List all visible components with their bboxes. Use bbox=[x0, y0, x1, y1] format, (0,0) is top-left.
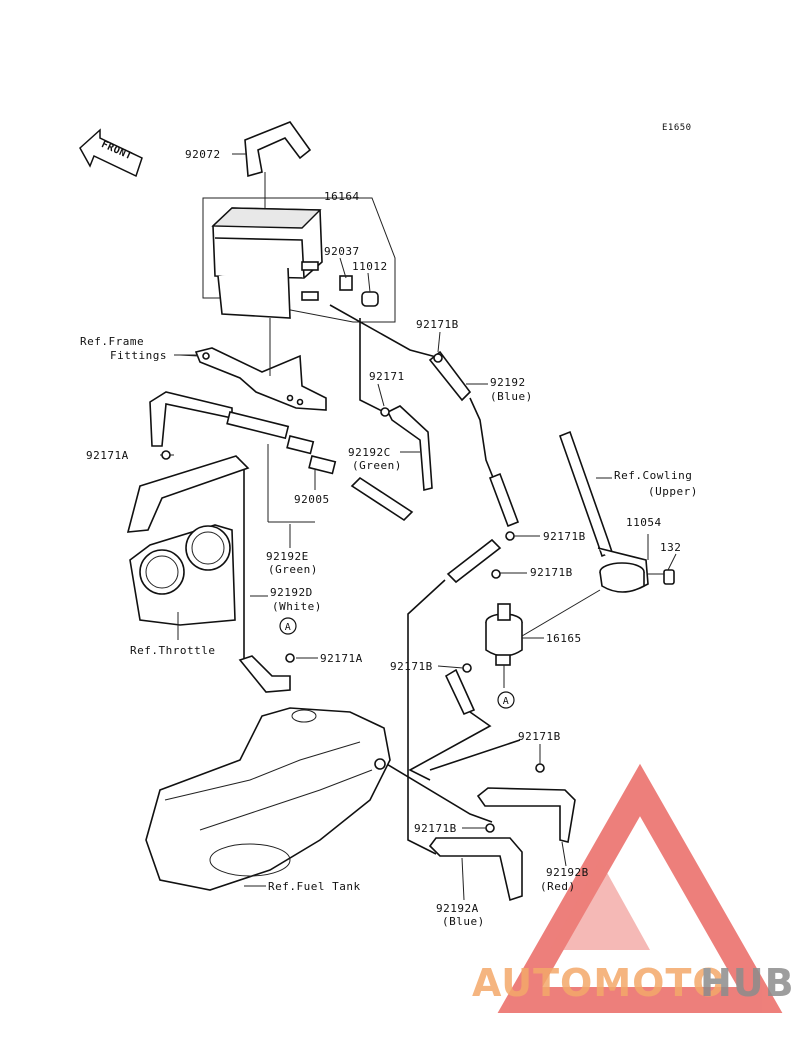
label-ref-throttle: Ref.Throttle bbox=[130, 644, 215, 657]
watermark-word-a: AUTOMOTO bbox=[472, 961, 726, 1005]
hoses-lower bbox=[379, 538, 576, 902]
label-92192-color: (Blue) bbox=[490, 390, 533, 403]
label-92171B-low: 92171B bbox=[390, 660, 433, 673]
fuel-filter-16165 bbox=[485, 589, 601, 688]
fuel-tank bbox=[145, 707, 391, 891]
label-92192E: 92192E bbox=[266, 550, 309, 563]
canister-16164 bbox=[202, 197, 396, 323]
label-92171: 92171 bbox=[369, 370, 405, 383]
label-92192D-color: (White) bbox=[272, 600, 322, 613]
label-16164: 16164 bbox=[324, 190, 360, 203]
diagram-code: E1650 bbox=[662, 123, 692, 133]
throttle-body bbox=[126, 455, 291, 693]
label-92192C-color: (Green) bbox=[352, 459, 402, 472]
bolt-132 bbox=[663, 569, 675, 585]
label-ref-cowling-2: (Upper) bbox=[648, 485, 698, 498]
label-92192C: 92192C bbox=[348, 446, 391, 459]
label-92192B-color: (Red) bbox=[540, 880, 576, 893]
label-ref-frame-2: Fittings bbox=[110, 349, 167, 362]
label-ref-fuel-tank: Ref.Fuel Tank bbox=[268, 880, 361, 893]
label-92192: 92192 bbox=[490, 376, 526, 389]
label-92005: 92005 bbox=[294, 493, 330, 506]
watermark-word-b: HUB bbox=[700, 961, 795, 1005]
label-92171B-mid2: 92171B bbox=[530, 566, 573, 579]
clamp-markers bbox=[161, 353, 545, 833]
callout-a-upper-label: A bbox=[285, 622, 292, 633]
watermark-triangle bbox=[497, 763, 783, 1013]
label-92171B-right: 92171B bbox=[518, 730, 561, 743]
clip-92037 bbox=[339, 275, 353, 291]
label-ref-cowling-1: Ref.Cowling bbox=[614, 469, 692, 482]
callout-a-upper: A bbox=[279, 617, 297, 635]
label-92171A-left: 92171A bbox=[86, 449, 129, 462]
watermark-logo bbox=[497, 763, 783, 1013]
label-ref-frame-1: Ref.Frame bbox=[80, 335, 144, 348]
frame-fittings-bracket bbox=[179, 318, 327, 411]
label-16165: 16165 bbox=[546, 632, 582, 645]
label-92037: 92037 bbox=[324, 245, 360, 258]
callout-a-lower-label: A bbox=[503, 696, 510, 707]
label-92192A-color: (Blue) bbox=[442, 915, 485, 928]
label-92171B-top: 92171B bbox=[416, 318, 459, 331]
label-11054: 11054 bbox=[626, 516, 662, 529]
label-11012: 11012 bbox=[352, 260, 388, 273]
callout-a-lower: A bbox=[497, 691, 515, 709]
label-92192E-color: (Green) bbox=[268, 563, 318, 576]
watermark-text: AUTOMOTO HUB bbox=[472, 961, 795, 1005]
watermark-inner-triangle bbox=[550, 860, 650, 950]
label-92192D: 92192D bbox=[270, 586, 313, 599]
cowling-stay bbox=[558, 430, 677, 593]
cap-11012 bbox=[361, 291, 379, 307]
label-92171B-mid1: 92171B bbox=[543, 530, 586, 543]
label-92171A-low: 92171A bbox=[320, 652, 363, 665]
label-132: 132 bbox=[660, 541, 681, 554]
front-arrow-icon: FRONT bbox=[79, 128, 143, 178]
label-92072: 92072 bbox=[185, 148, 221, 161]
label-92171B-bottom: 92171B bbox=[414, 822, 457, 835]
hoses-upper bbox=[149, 304, 520, 528]
label-92192A: 92192A bbox=[436, 902, 479, 915]
label-92192B: 92192B bbox=[546, 866, 589, 879]
